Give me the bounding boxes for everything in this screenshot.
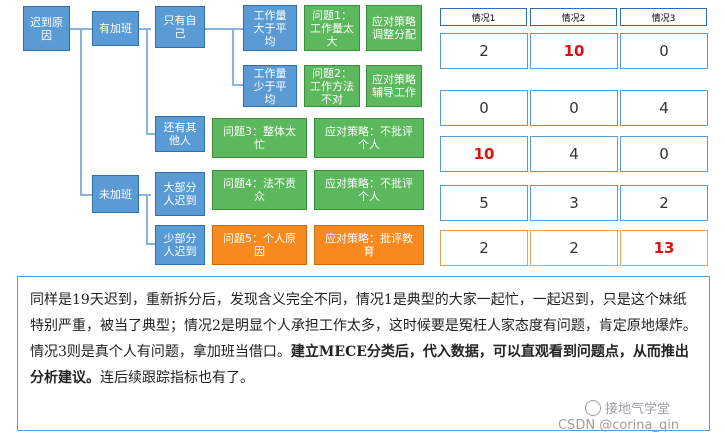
table-cell: 2 (620, 185, 708, 221)
most-late-node: 大部分 人迟到 (155, 172, 205, 216)
problem-1-node: 问题1： 工作量太 大 (304, 5, 360, 51)
explanation-text: 同样是19天迟到，重新拆分后，发现含义完全不同，情况1是典型的大家一起忙，一起迟… (30, 292, 697, 360)
table-cell: 3 (530, 185, 618, 221)
problem-5-node: 问题5：个人原 因 (212, 225, 307, 265)
connector (205, 28, 243, 30)
table-cell: 2 (530, 230, 618, 266)
connector (80, 194, 92, 196)
table-header-case-2: 情况2 (530, 8, 617, 26)
root-node: 迟到原 因 (23, 6, 70, 51)
explanation-bold-text: 建立MECE分类后，代入数据，可以直观看到问题点，从而推出分析建议。 (30, 344, 689, 386)
table-cell: 0 (620, 33, 708, 69)
strategy-4-node: 应对策略：不批评 个人 (314, 170, 424, 210)
only-self-node: 只有自 己 (155, 6, 205, 48)
table-cell: 10 (440, 136, 528, 172)
connector (146, 133, 155, 135)
connector (232, 28, 234, 85)
watermark-credit: CSDN @corina_qin (558, 418, 680, 433)
table-cell: 2 (440, 230, 528, 266)
table-cell: 4 (620, 90, 708, 126)
table-cell: 13 (620, 230, 708, 266)
watermark-brand: 接地气学堂 (585, 398, 670, 417)
few-late-node: 少部分 人迟到 (155, 225, 205, 265)
table-cell: 4 (530, 136, 618, 172)
connector (80, 28, 82, 195)
overtime-node: 有加班 (92, 11, 139, 46)
table-header-case-1: 情况1 (440, 8, 527, 26)
table-cell: 2 (440, 33, 528, 69)
table-cell: 10 (530, 33, 618, 69)
table-cell: 5 (440, 185, 528, 221)
strategy-1-node: 应对策略 调整分配 (366, 5, 422, 51)
strategy-2-node: 应对策略 辅导工作 (366, 65, 422, 107)
problem-4-node: 问题4：法不责 众 (212, 170, 307, 210)
strategy-5-node: 应对策略：批评教 育 (314, 225, 424, 265)
watermark-brand-text: 接地气学堂 (605, 402, 671, 417)
connector (146, 194, 148, 244)
table-cell: 0 (530, 90, 618, 126)
connector (232, 84, 243, 86)
brand-icon (585, 399, 601, 416)
others-too-node: 还有其 他人 (155, 116, 205, 152)
problem-3-node: 问题3：整体太 忙 (212, 118, 307, 158)
table-cell: 0 (440, 90, 528, 126)
no-overtime-node: 未加班 (92, 175, 139, 213)
connector (146, 28, 148, 134)
table-header-case-3: 情况3 (620, 8, 707, 26)
explanation-text-end: 连后续跟踪指标也有了。 (100, 370, 254, 386)
table-cell: 0 (620, 136, 708, 172)
connector (146, 243, 155, 245)
above-average-node: 工作量 大于平 均 (243, 5, 297, 51)
strategy-3-node: 应对策略：不批评 个人 (314, 118, 424, 158)
connector (139, 194, 151, 196)
problem-2-node: 问题2： 工作方法 不对 (304, 65, 360, 107)
below-average-node: 工作量 少于平 均 (243, 65, 297, 107)
connector (139, 28, 151, 30)
